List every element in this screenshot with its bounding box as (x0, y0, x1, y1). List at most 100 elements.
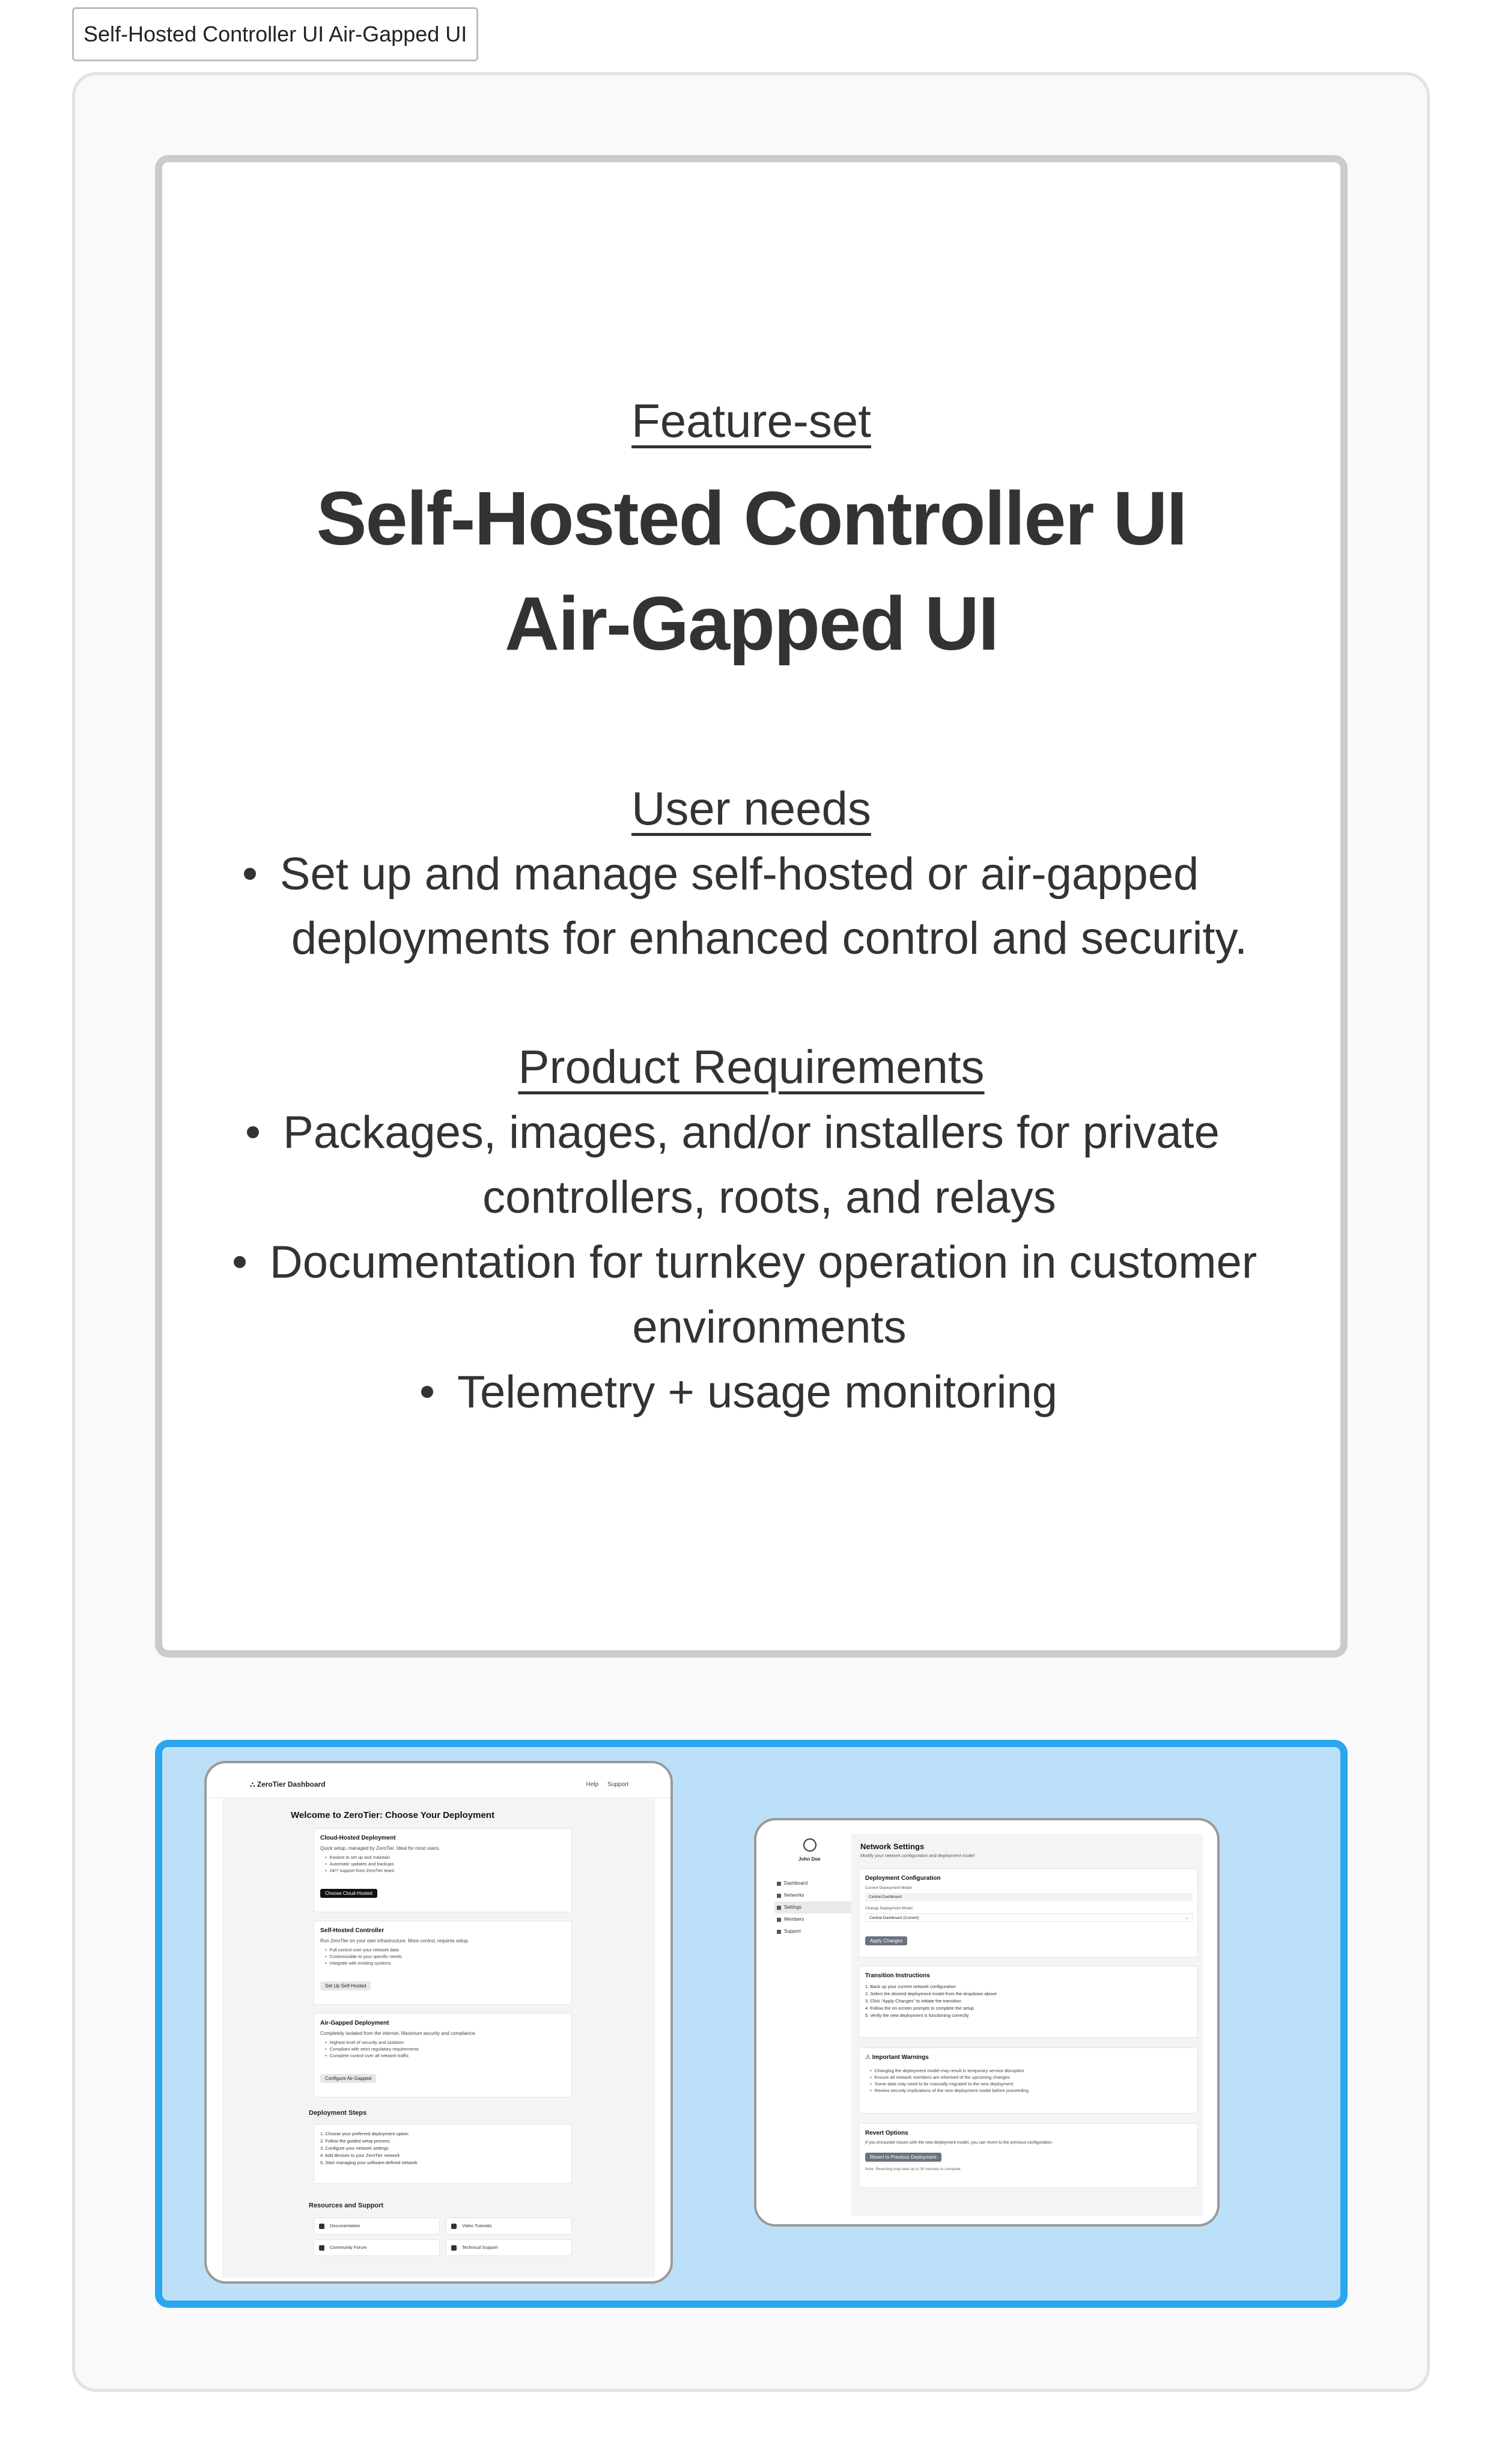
deployment-chooser-mockup: ⛬ ZeroTier Dashboard Help Support Welcom… (204, 1761, 673, 2284)
dashboard-icon (777, 1882, 781, 1886)
chevron-down-icon: ⌄ (1185, 1916, 1188, 1920)
transition-steps: 1. Back up your current network configur… (865, 1983, 997, 2019)
sidebar-item-networks[interactable]: Networks (774, 1889, 865, 1901)
list-item: Ensure all network members are informed … (870, 2074, 1029, 2081)
list-item: Full control over your network data (325, 1947, 402, 1953)
list-item: Automatic updates and backups (325, 1861, 394, 1867)
card-title: ⚠ Important Warnings (865, 2054, 929, 2061)
main-panel: Network Settings Modify your network con… (851, 1834, 1203, 2216)
feature-title-line2: Air-Gapped UI (504, 581, 999, 666)
warnings-list: Changing the deployment model may result… (870, 2067, 1029, 2094)
page-title: Welcome to ZeroTier: Choose Your Deploym… (291, 1810, 494, 1820)
video-icon (451, 2224, 457, 2229)
revert-note: Note: Reverting may take up to 30 minute… (865, 2167, 962, 2171)
sidebar: Dashboard Networks Settings Members Supp… (774, 1877, 865, 1938)
requirement-item: Packages, images, and/or installers for … (162, 1103, 1340, 1163)
feature-list: Easiest to set up and maintain Automatic… (325, 1854, 395, 1874)
user-needs-item: Set up and manage self-hosted or air-gap… (162, 844, 1340, 904)
header-nav: Help Support (579, 1781, 628, 1788)
list-item: Review security implications of the new … (870, 2087, 1029, 2094)
card-title: Cloud-Hosted Deployment (320, 1835, 396, 1841)
nav-help-link[interactable]: Help (586, 1781, 599, 1788)
steps-card: 1. Choose your preferred deployment opti… (314, 2124, 572, 2184)
requirement-item: Documentation for turnkey operation in c… (162, 1233, 1340, 1293)
resources-heading: Resources and Support (309, 2202, 384, 2209)
sidebar-item-dashboard[interactable]: Dashboard (774, 1877, 865, 1889)
requirement-item-cont: environments (632, 1302, 907, 1353)
card-desc: Run ZeroTier on your own infrastructure.… (320, 1938, 469, 1944)
transition-card: Transition Instructions 1. Back up your … (859, 1966, 1198, 2038)
card-desc: Quick setup, managed by ZeroTier. Ideal … (320, 1846, 440, 1851)
feature-card: Feature-set Self-Hosted Controller UI Ai… (155, 155, 1348, 1657)
step-item: 3. Click "Apply Changes" to initiate the… (865, 1998, 961, 2004)
feature-set-label: Feature-set (631, 394, 871, 447)
card-desc: Completely isolated from the internet. M… (320, 2031, 476, 2036)
field-label: Change Deployment Model (865, 1906, 913, 1911)
network-settings-mockup: John Doe Dashboard Networks Settings Mem… (754, 1818, 1220, 2227)
choose-cloud-button[interactable]: Choose Cloud-Hosted (320, 1889, 377, 1898)
list-item: Highest level of security and isolation (325, 2039, 419, 2046)
step-item: 2. Follow the guided setup process (320, 2138, 390, 2144)
option-card-air-gapped: Air-Gapped Deployment Completely isolate… (314, 2013, 572, 2097)
sidebar-item-settings[interactable]: Settings (774, 1901, 865, 1914)
resource-documentation[interactable]: Documentation (314, 2218, 440, 2234)
sidebar-item-members[interactable]: Members (774, 1914, 865, 1926)
step-item: 1. Choose your preferred deployment opti… (320, 2131, 409, 2136)
list-item: Complete control over all network traffi… (325, 2052, 419, 2059)
step-item: 5. Start managing your software-defined … (320, 2160, 418, 2165)
step-item: 3. Configure your network settings (320, 2145, 389, 2151)
card-desc: If you encounter issues with the new dep… (865, 2141, 1053, 2145)
help-icon (777, 1930, 781, 1934)
feature-list: Highest level of security and isolation … (325, 2039, 419, 2059)
page-subtitle: Modify your network configuration and de… (860, 1853, 975, 1858)
field-label: Current Deployment Model (865, 1886, 912, 1890)
option-card-cloud: Cloud-Hosted Deployment Quick setup, man… (314, 1828, 572, 1912)
product-requirements-heading: Product Requirements (518, 1040, 985, 1093)
requirement-item: Telemetry + usage monitoring (162, 1362, 1340, 1423)
card-title: Air-Gapped Deployment (320, 2020, 389, 2026)
network-icon (777, 1894, 781, 1898)
list-item: 24/7 support from ZeroTier team (325, 1867, 395, 1874)
step-item: 4. Add devices to your ZeroTier network (320, 2153, 400, 2158)
step-item: 2. Select the desired deployment model f… (865, 1991, 997, 1996)
option-card-self-hosted: Self-Hosted Controller Run ZeroTier on y… (314, 1921, 572, 2005)
deployment-model-select[interactable]: Central Dashboard (Current)⌄ (865, 1914, 1193, 1922)
set-up-self-hosted-button[interactable]: Set Up Self-Hosted (320, 1981, 371, 1990)
apply-changes-button[interactable]: Apply Changes (865, 1936, 908, 1945)
step-item: 4. Follow the on-screen prompts to compl… (865, 2005, 974, 2011)
logo: ⛬ ZeroTier Dashboard (250, 1780, 326, 1789)
steps-list: 1. Choose your preferred deployment opti… (320, 2130, 418, 2167)
nav-support-link[interactable]: Support (607, 1781, 628, 1788)
chat-icon (319, 2245, 324, 2251)
list-item: Easiest to set up and maintain (325, 1854, 394, 1861)
list-item: Some data may need to be manually migrat… (870, 2081, 1029, 2087)
user-name: John Doe (798, 1856, 821, 1862)
card-title: Deployment Configuration (865, 1875, 941, 1882)
book-icon (319, 2224, 324, 2229)
requirement-item-cont: controllers, roots, and relays (482, 1172, 1056, 1223)
tab-title[interactable]: Self-Hosted Controller UI Air-Gapped UI (72, 7, 479, 61)
revert-card: Revert Options If you encounter issues w… (859, 2123, 1198, 2188)
user-needs-item-cont: deployments for enhanced control and sec… (291, 913, 1248, 964)
step-item: 1. Back up your current network configur… (865, 1984, 956, 1989)
card-title: Transition Instructions (865, 1972, 930, 1979)
configure-air-gapped-button[interactable]: Configure Air-Gapped (320, 2074, 377, 2083)
card-title: Self-Hosted Controller (320, 1927, 385, 1934)
resource-video-tutorials[interactable]: Video Tutorials (446, 2218, 572, 2234)
user-needs-heading: User needs (631, 782, 871, 835)
list-item: Changing the deployment model may result… (870, 2067, 1029, 2074)
resource-community-forum[interactable]: Community Forum (314, 2239, 440, 2256)
support-icon (451, 2245, 457, 2251)
card-title: Revert Options (865, 2130, 908, 2136)
warnings-card: ⚠ Important Warnings Changing the deploy… (859, 2048, 1198, 2114)
deployment-config-card: Deployment Configuration Current Deploym… (859, 1868, 1198, 1957)
warning-icon: ⚠ (865, 2054, 872, 2061)
avatar[interactable] (803, 1838, 816, 1852)
sidebar-item-support[interactable]: Support (774, 1926, 865, 1938)
step-item: 5. Verify the new deployment is function… (865, 2013, 969, 2018)
feature-list: Full control over your network data Cust… (325, 1947, 402, 1966)
resource-technical-support[interactable]: Technical Support (446, 2239, 572, 2256)
feature-title-line1: Self-Hosted Controller UI (316, 476, 1187, 561)
revert-button[interactable]: Revert to Previous Deployment (865, 2153, 941, 2162)
users-icon (777, 1918, 781, 1922)
